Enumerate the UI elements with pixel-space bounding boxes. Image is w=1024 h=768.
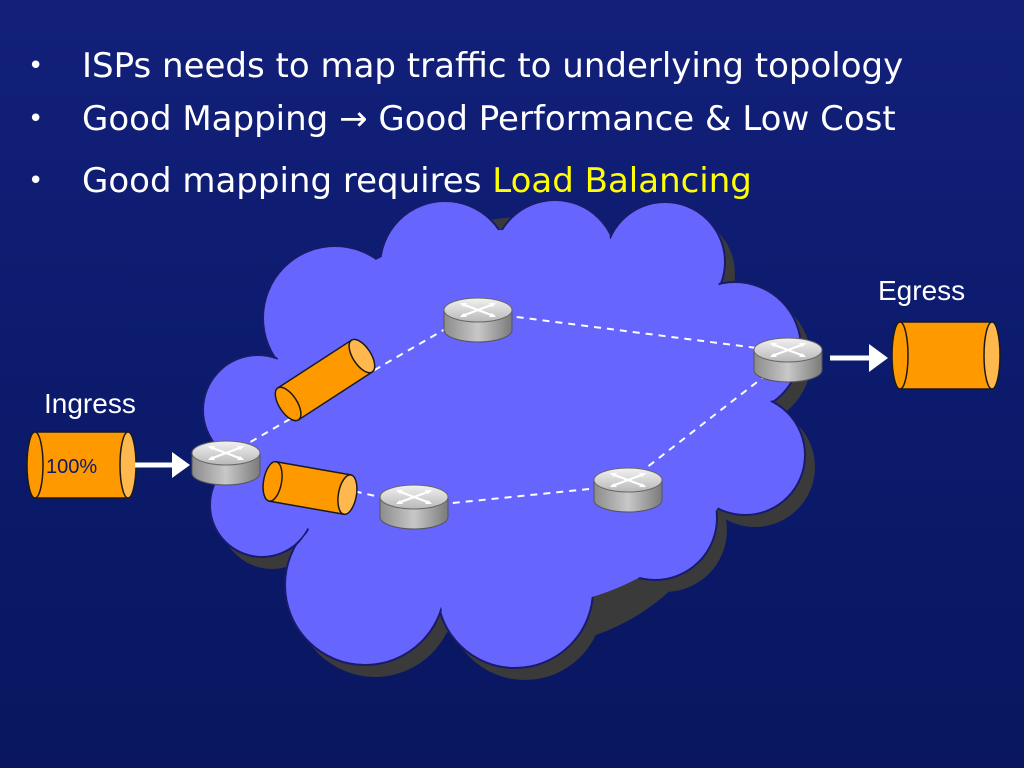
egress-cylinder xyxy=(891,321,1001,390)
bullet-dot: • xyxy=(28,166,44,196)
router-icon xyxy=(190,439,262,487)
router-icon xyxy=(752,336,824,384)
router-icon xyxy=(442,296,514,344)
bullet-2-tail: Good Performance & Low Cost xyxy=(378,99,896,139)
link-bottom-right xyxy=(413,484,629,508)
ingress-arrow-icon xyxy=(135,452,190,478)
bullet-2: • Good Mapping → Good Performance & Low C… xyxy=(28,99,896,139)
load-balancing-highlight: Load Balancing xyxy=(492,161,752,201)
right-arrow-icon: → xyxy=(339,99,368,139)
egress-arrow-icon xyxy=(830,344,888,372)
ingress-cylinder xyxy=(26,431,137,499)
bullet-3: • Good mapping requires Load Balancing xyxy=(28,161,752,201)
bullet-text-1: ISPs needs to map traffic to underlying … xyxy=(82,46,904,86)
bullet-2-lead: Good Mapping xyxy=(82,99,329,139)
bullet-text-2: Good Mapping → Good Performance & Low Co… xyxy=(82,99,896,139)
egress-label: Egress xyxy=(878,275,966,306)
bullet-dot: • xyxy=(28,104,44,134)
bullet-dot: • xyxy=(28,51,44,81)
router-icon xyxy=(592,466,664,514)
link-top-egress xyxy=(477,311,789,353)
ingress-label: Ingress xyxy=(44,388,136,419)
router-icon xyxy=(378,483,450,531)
link-load-cylinder-top xyxy=(274,338,376,422)
link-load-cylinder-bottom xyxy=(262,460,358,516)
bullet-1: • ISPs needs to map traffic to underlying… xyxy=(28,46,903,86)
cloud-fill xyxy=(205,202,803,666)
bullet-text-3: Good mapping requires Load Balancing xyxy=(82,161,752,201)
bullet-3-lead: Good mapping requires xyxy=(82,161,493,201)
ingress-load-value: 100% xyxy=(46,456,98,478)
